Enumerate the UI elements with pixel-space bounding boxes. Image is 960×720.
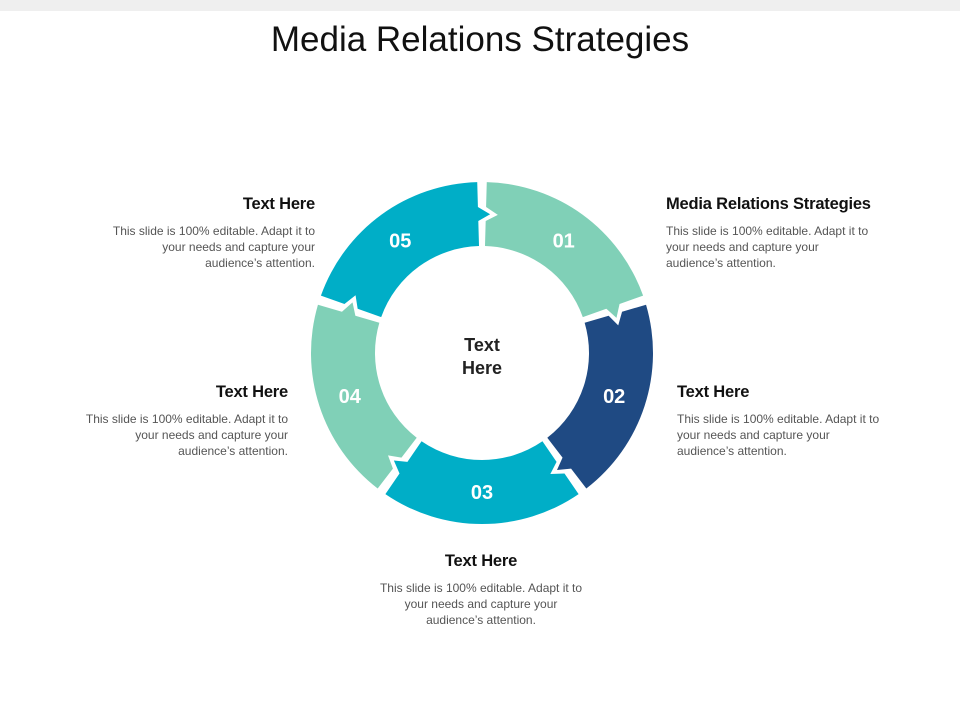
segment-number-03: 03 [471,482,493,504]
block-03-heading: Text Here [444,552,518,570]
block-02-line: audience’s attention. [677,444,787,458]
block-04-heading: Text Here [215,383,288,401]
center-label-line-1: Text [464,335,500,355]
block-04-line: This slide is 100% editable. Adapt it to [85,412,288,426]
ring-segment-02 [547,304,653,489]
segment-number-01: 01 [553,231,575,253]
center-label-line-2: Here [462,358,502,378]
block-02-body: This slide is 100% editable. Adapt it to… [677,411,947,459]
block-02-line: This slide is 100% editable. Adapt it to [677,412,880,426]
block-04-line: your needs and capture your [135,428,288,442]
ring-segment-04 [311,302,417,489]
block-01-line: This slide is 100% editable. Adapt it to [666,224,869,238]
block-03-line: your needs and capture your [404,597,558,611]
block-05-heading: Text Here [242,195,315,213]
segment-number-05: 05 [389,231,411,253]
block-04-line: audience’s attention. [178,444,288,458]
block-02-heading: Text Here [677,383,750,401]
block-05-line: your needs and capture your [162,240,315,254]
block-02-line: your needs and capture your [677,428,830,442]
text-block-01: Media Relations Strategies This slide is… [666,195,951,271]
block-05-line: audience’s attention. [205,256,315,270]
ring-segment-03 [385,441,579,524]
block-05-body: This slide is 100% editable. Adapt it to… [45,223,315,271]
block-03-line: audience’s attention. [426,613,536,627]
text-block-05: Text Here This slide is 100% editable. A… [45,195,315,271]
block-01-line: your needs and capture your [666,240,819,254]
block-03-line: This slide is 100% editable. Adapt it to [379,581,583,595]
slide-title: Media Relations Strategies [270,20,690,59]
segment-number-02: 02 [603,386,625,408]
text-block-04: Text Here This slide is 100% editable. A… [18,383,288,459]
segment-number-04: 04 [339,386,362,408]
block-03-body: This slide is 100% editable. Adapt it to… [346,580,616,628]
block-01-heading: Media Relations Strategies [666,195,871,213]
ring-segment-01 [484,182,644,318]
block-01-body: This slide is 100% editable. Adapt it to… [666,223,951,271]
top-strip [0,0,960,11]
block-01-line: audience’s attention. [666,256,776,270]
block-05-line: This slide is 100% editable. Adapt it to [112,224,315,238]
text-block-02: Text Here This slide is 100% editable. A… [677,383,947,459]
text-block-03: Text Here This slide is 100% editable. A… [346,552,616,628]
block-04-body: This slide is 100% editable. Adapt it to… [18,411,288,459]
ring-segment-05 [320,182,491,318]
